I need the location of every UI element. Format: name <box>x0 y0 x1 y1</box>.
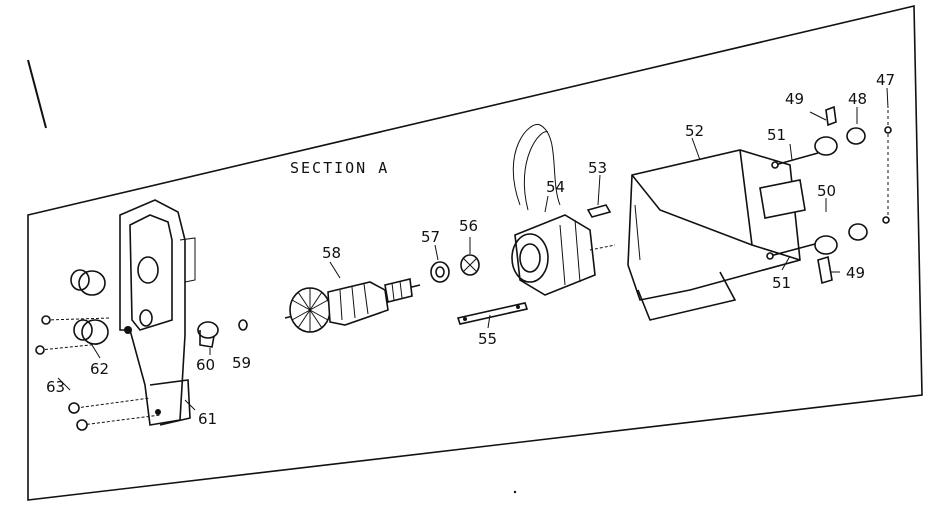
label-51-bottom: 51 <box>772 274 791 292</box>
part-59-washer <box>238 319 248 331</box>
part-57-bearing <box>430 261 450 283</box>
part-63-screws <box>35 315 161 431</box>
label-58: 58 <box>322 244 341 262</box>
part-60-bearing <box>197 321 219 348</box>
label-62: 62 <box>90 360 109 378</box>
label-51-top: 51 <box>767 126 786 144</box>
label-55: 55 <box>478 330 497 348</box>
part-47-screws <box>882 110 892 224</box>
stray-dot <box>513 490 517 494</box>
label-53: 53 <box>588 159 607 177</box>
label-54: 54 <box>546 178 565 196</box>
section-panel-border <box>27 4 923 501</box>
label-47: 47 <box>876 71 895 89</box>
leader-lines <box>57 87 889 411</box>
label-52: 52 <box>685 122 704 140</box>
part-50-brush-holders <box>814 136 838 255</box>
part-56-fan <box>460 254 480 276</box>
label-61: 61 <box>198 410 217 428</box>
part-54-field-stator <box>511 124 616 296</box>
label-48: 48 <box>848 90 867 108</box>
part-61-end-bracket <box>119 199 196 426</box>
label-63: 63 <box>46 378 65 396</box>
label-59: 59 <box>232 354 251 372</box>
label-49-top: 49 <box>785 90 804 108</box>
part-52-motor-housing <box>627 149 806 321</box>
part-58-armature <box>284 278 421 333</box>
stray-mark <box>27 59 47 129</box>
part-51-screws <box>766 152 819 260</box>
label-56: 56 <box>459 217 478 235</box>
section-title: SECTION A <box>290 159 389 177</box>
part-55-shaft <box>456 302 529 325</box>
part-53-clip <box>586 204 612 218</box>
part-49-brushes <box>817 105 837 285</box>
label-49-bottom: 49 <box>846 264 865 282</box>
part-62-bushings <box>70 269 109 345</box>
part-48-brush-caps <box>846 127 868 241</box>
label-60: 60 <box>196 356 215 374</box>
label-57: 57 <box>421 228 440 246</box>
label-50: 50 <box>817 182 836 200</box>
